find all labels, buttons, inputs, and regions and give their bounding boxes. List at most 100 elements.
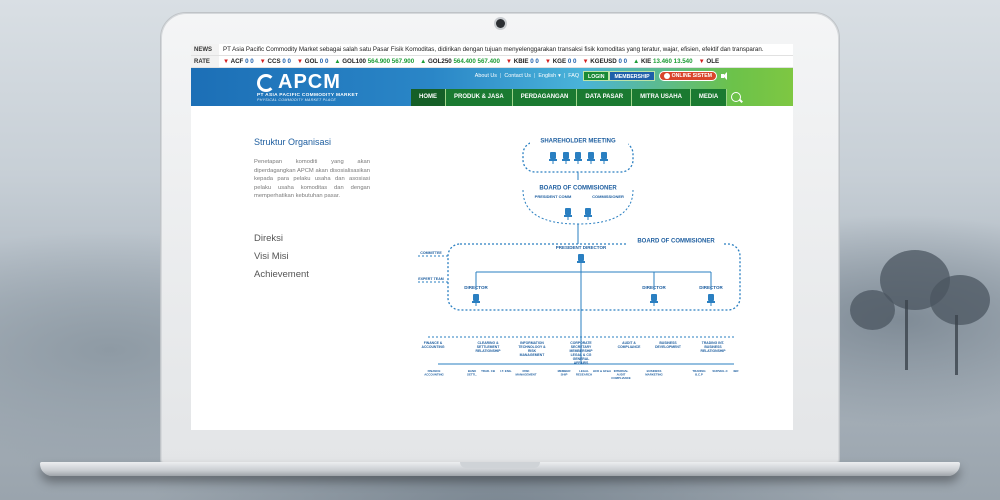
- search-icon[interactable]: [731, 92, 741, 102]
- tree-trunk: [955, 315, 958, 375]
- rate-item: ▼ KGEUSD 0 0: [582, 58, 627, 65]
- speaker-icon[interactable]: [721, 72, 729, 80]
- language-select[interactable]: English ▾: [538, 73, 560, 79]
- language-label: English: [538, 73, 557, 79]
- board2-label: BOARD OF COMMISIONER: [637, 239, 715, 245]
- rate-values: 564.400 567.400: [453, 58, 500, 65]
- site-header: APCM PT ASIA PACIFIC COMMODITY MARKET PH…: [191, 68, 793, 106]
- rate-item: ▼ ACF 0 0: [223, 58, 254, 65]
- main-navigation: HOME PRODUK & JASA PERDAGANGAN DATA PASA…: [411, 89, 728, 106]
- nav-mitra-usaha[interactable]: MITRA USAHA: [632, 89, 691, 106]
- arrow-up-icon: ▲: [334, 58, 343, 65]
- link-separator: |: [563, 73, 566, 79]
- online-sistem-button[interactable]: ONLINE SISTEM: [658, 71, 717, 81]
- logo-mark: APCM: [257, 71, 358, 94]
- chair-icon: [562, 152, 570, 164]
- faq-link[interactable]: FAQ: [568, 73, 580, 79]
- tree-trunk: [905, 300, 908, 370]
- rate-values: 0 0: [282, 58, 291, 65]
- rate-values: 0 0: [530, 58, 539, 65]
- rate-list: ▼ ACF 0 0▼ CCS 0 0▼ GOL 0 0▲ GOL100 564.…: [219, 58, 725, 65]
- arrow-down-icon: ▼: [582, 58, 591, 65]
- rate-item: ▼ KGE 0 0: [545, 58, 577, 65]
- arrow-up-icon: ▲: [633, 58, 641, 65]
- contact-us-link[interactable]: Contact Us: [504, 73, 532, 79]
- about-us-link[interactable]: About Us: [474, 73, 497, 79]
- rate-item: ▲ GOL250 564.400 567.400: [420, 58, 500, 65]
- chair-icon: [549, 152, 557, 164]
- nav-home[interactable]: HOME: [411, 89, 446, 106]
- login-button[interactable]: LOGIN: [583, 71, 610, 81]
- arrow-up-icon: ▲: [420, 58, 428, 65]
- rate-tag: RATE: [191, 56, 219, 67]
- org-chart-svg: SHAREHOLDER MEETING BOARD OF COMMISIONER…: [418, 134, 741, 380]
- rate-values: 564.900 567.900: [367, 58, 415, 65]
- top-links: About Us | Contact Us | English ▾ | FAQ …: [475, 71, 729, 81]
- chevron-down-icon: ▾: [558, 73, 561, 79]
- rate-code: KGEUSD: [590, 58, 619, 65]
- arrow-down-icon: ▼: [259, 58, 268, 65]
- commissioner-label: COMMISSIONER: [592, 194, 624, 199]
- chair-icon: [577, 254, 585, 266]
- chair-icon: [600, 152, 608, 164]
- chair-icon: [574, 152, 582, 164]
- nav-produk-jasa[interactable]: PRODUK & JASA: [446, 89, 513, 106]
- logo-tagline: PHYSICAL COMMODITY MARKET PLACE: [257, 98, 337, 102]
- rate-item: ▲ KIE 13.460 13.540: [633, 58, 692, 65]
- director-label: DIRECTOR: [699, 285, 723, 290]
- news-text[interactable]: PT Asia Pacific Commodity Market sebagai…: [223, 46, 764, 53]
- shareholder-label: SHAREHOLDER MEETING: [540, 139, 616, 145]
- rate-code: GOL: [304, 58, 320, 65]
- nav-media[interactable]: MEDIA: [690, 89, 728, 106]
- rate-ticker: RATE ▼ ACF 0 0▼ CCS 0 0▼ GOL 0 0▲ GOL100…: [191, 56, 793, 68]
- page-description: Penetapan komoditi yang akan diperdagang…: [254, 159, 370, 200]
- rate-values: 0 0: [618, 58, 628, 65]
- power-icon: [663, 73, 670, 79]
- sub-department-label: HCD & GF&A: [593, 369, 612, 373]
- rate-values: 13.460 13.540: [653, 58, 693, 65]
- page-title: Struktur Organisasi: [254, 137, 332, 147]
- nav-perdagangan[interactable]: PERDAGANGAN: [512, 89, 578, 106]
- rate-code: KIE: [640, 58, 653, 65]
- arrow-down-icon: ▼: [698, 58, 707, 65]
- rate-item: ▼ OLE: [699, 58, 720, 65]
- director-label: DIRECTOR: [464, 285, 488, 290]
- rate-item: ▲ GOL100 564.900 567.900: [334, 58, 414, 65]
- rate-values: 0 0: [319, 58, 329, 65]
- membership-button[interactable]: MEMBERSHIP: [609, 71, 655, 81]
- laptop-base: [40, 462, 960, 476]
- arrow-down-icon: ▼: [296, 58, 305, 65]
- link-separator: |: [499, 73, 502, 79]
- chair-icon: [650, 294, 658, 306]
- org-chart: SHAREHOLDER MEETING BOARD OF COMMISIONER…: [416, 132, 746, 392]
- nav-data-pasar[interactable]: DATA PASAR: [577, 89, 633, 106]
- rate-code: GOL100: [342, 58, 368, 65]
- sidebar-link-direksi[interactable]: Direksi: [254, 233, 284, 244]
- department-label: AUDIT &COMPLIANCE: [618, 341, 642, 349]
- rate-code: ACF: [230, 58, 246, 65]
- rate-item: ▼ CCS 0 0: [260, 58, 291, 65]
- president-comm-label: PRESIDENT COMM: [535, 194, 572, 199]
- sub-department-label: TRAD. CB: [481, 369, 495, 373]
- expert-team-label: EXPERT TEAM: [418, 277, 444, 281]
- apcm-logo[interactable]: APCM PT ASIA PACIFIC COMMODITY MARKET PH…: [257, 71, 358, 102]
- rate-values: 0 0: [245, 58, 254, 65]
- laptop-notch: [460, 462, 540, 468]
- news-ticker: NEWS PT Asia Pacific Commodity Market se…: [191, 44, 793, 56]
- sub-department-label: I.T. ENG.: [500, 369, 512, 373]
- chair-icon: [707, 294, 715, 306]
- rate-item: ▼ GOL 0 0: [297, 58, 328, 65]
- sidebar-link-visi-misi[interactable]: Visi Misi: [254, 251, 289, 262]
- sidebar-link-achievement[interactable]: Achievement: [254, 269, 309, 280]
- president-director-label: PRESIDENT DIRECTOR: [556, 245, 607, 250]
- news-tag: NEWS: [191, 44, 219, 55]
- rate-code: OLE: [706, 58, 720, 65]
- chair-icon: [564, 208, 572, 220]
- board1-label-bg: [528, 181, 628, 192]
